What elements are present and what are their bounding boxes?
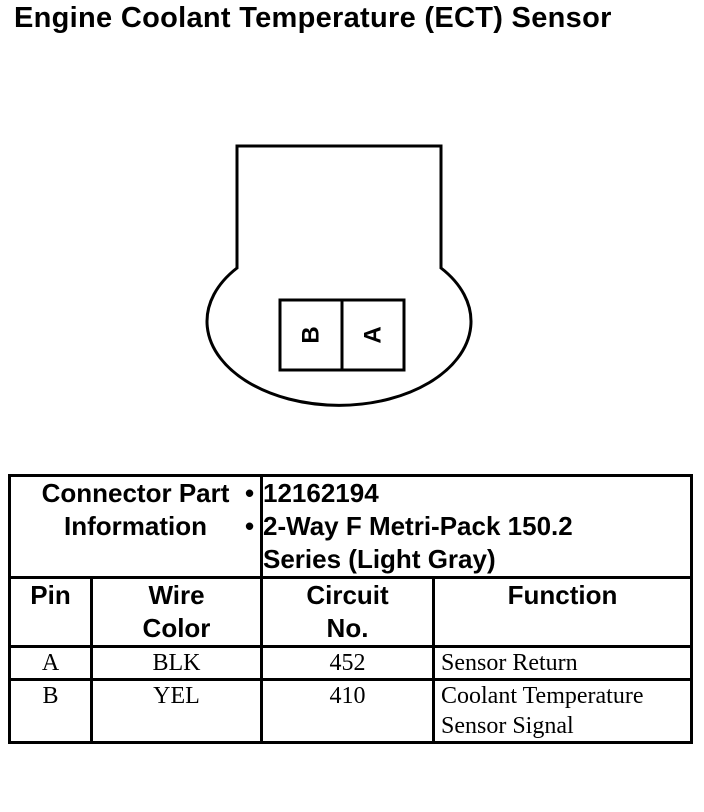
pin-cavity-a [340, 298, 406, 372]
cell-function: Coolant Temperature Sensor Signal [431, 678, 694, 744]
cell-pin: B [8, 678, 93, 744]
cell-pin: A [8, 645, 93, 681]
cell-circuit: 410 [260, 678, 435, 744]
col-header-wire-color: Wire Color [90, 576, 263, 648]
diagram-title: Engine Coolant Temperature (ECT) Sensor [14, 2, 612, 34]
part-info-row: Connector Part Information • 12162194 • … [8, 474, 694, 579]
part-info-list: • 12162194 • 2-Way F Metri-Pack 150.2 Se… [245, 474, 694, 579]
part-info-label-line2: Information [64, 511, 207, 541]
part-info-item: • 2-Way F Metri-Pack 150.2 Series (Light… [245, 511, 573, 574]
col-header-pin: Pin [8, 576, 93, 648]
connector-diagram: B A [205, 144, 473, 407]
pin-label-a: A [360, 326, 387, 343]
connector-housing-outline [205, 144, 473, 407]
cell-function: Sensor Return [431, 645, 694, 681]
cell-wire-color: BLK [90, 645, 263, 681]
pin-label-b: B [298, 326, 325, 343]
col-header-function: Function [431, 576, 694, 648]
column-header-row: Pin Wire Color Circuit No. Function [8, 576, 694, 648]
table-row: B YEL 410 Coolant Temperature Sensor Sig… [8, 678, 694, 744]
table-row: A BLK 452 Sensor Return [8, 645, 694, 681]
connector-info-table: Connector Part Information • 12162194 • … [8, 474, 694, 744]
cell-circuit: 452 [260, 645, 435, 681]
cell-wire-color: YEL [90, 678, 263, 744]
part-info-item: • 12162194 [245, 478, 379, 508]
bullet-icon: • [245, 511, 255, 541]
bullet-icon: • [245, 478, 255, 508]
part-info-label: Connector Part Information [8, 474, 263, 579]
part-info-label-line1: Connector Part [41, 478, 230, 508]
col-header-circuit-no: Circuit No. [260, 576, 435, 648]
